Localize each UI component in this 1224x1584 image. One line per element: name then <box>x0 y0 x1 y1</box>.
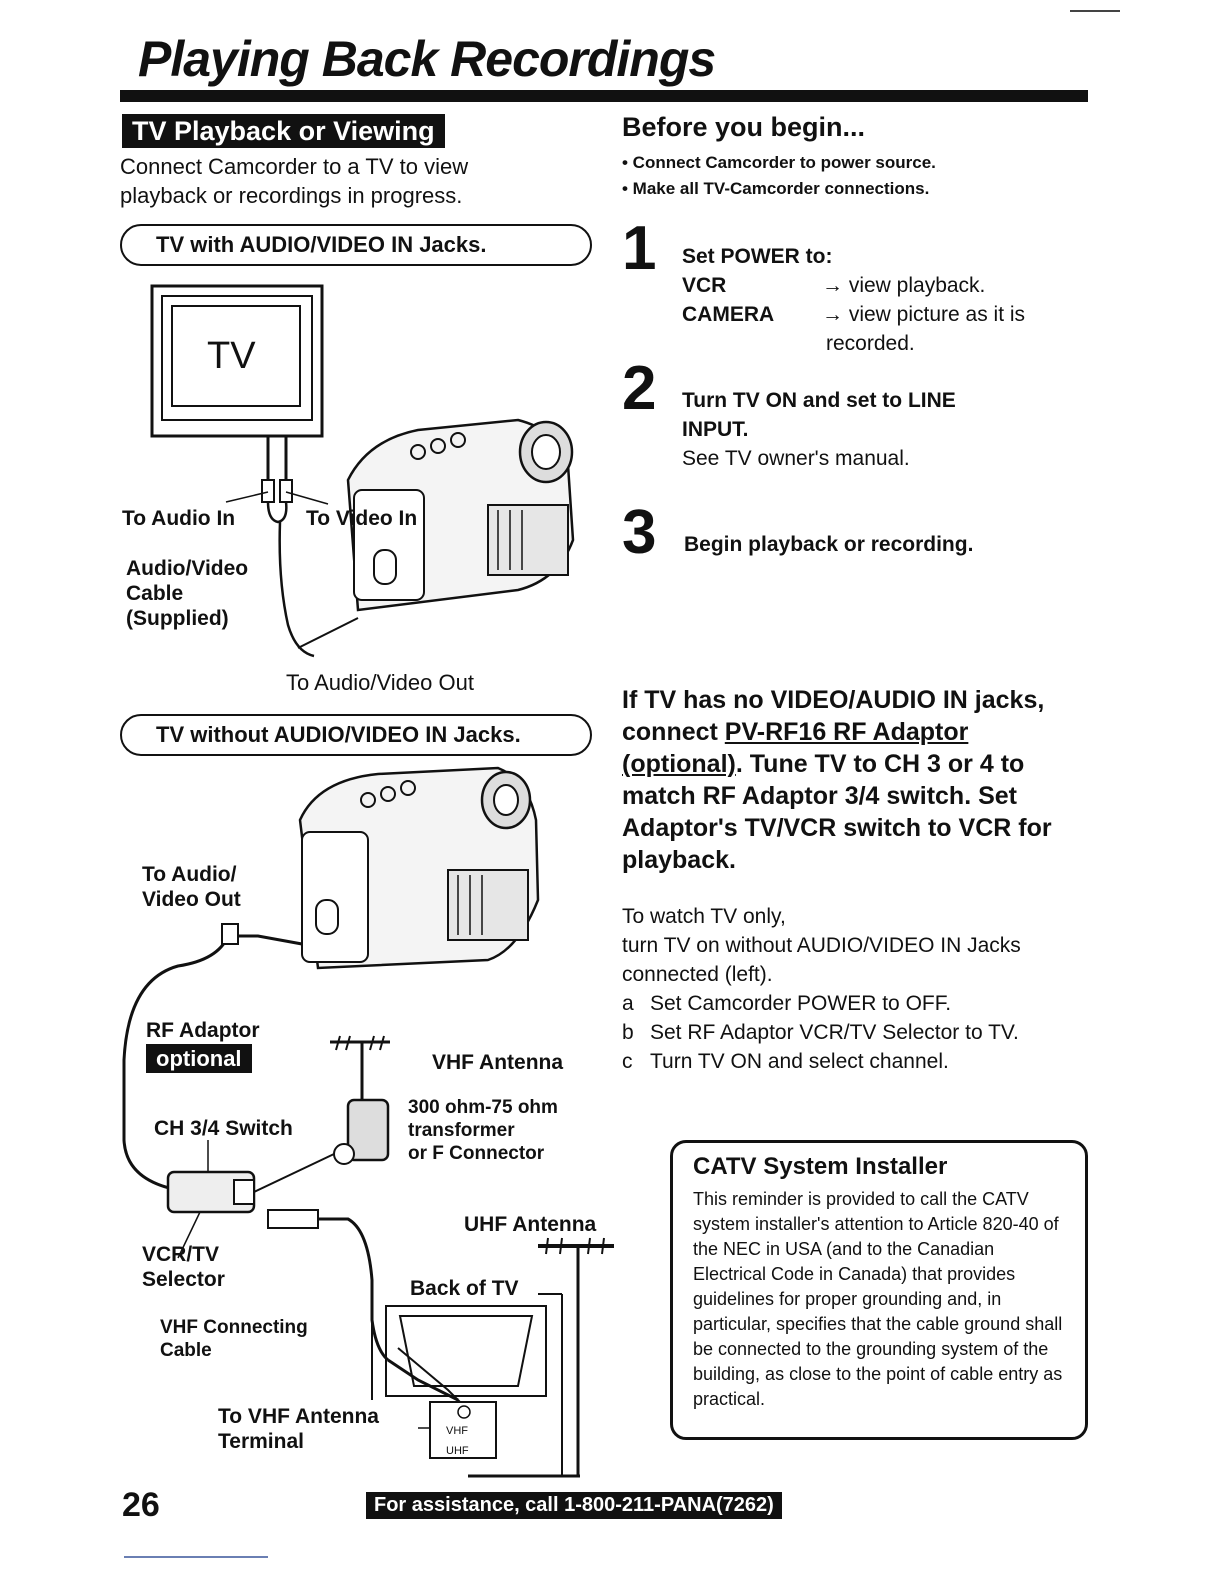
title-rule <box>120 90 1088 102</box>
watch-item-key: b <box>622 1021 634 1044</box>
catv-title: CATV System Installer <box>693 1153 948 1180</box>
bullet-item: • Make all TV-Camcorder connections. <box>622 179 930 198</box>
step-2-line: Turn TV ON and set to LINE <box>682 389 956 412</box>
top-right-rule <box>1070 10 1120 12</box>
to-vhf-terminal-label: To VHF Antenna Terminal <box>218 1405 379 1453</box>
watch-item-text: Turn TV ON and select channel. <box>650 1050 949 1073</box>
step-1: Set POWER to: VCR → view playback. CAMER… <box>682 242 1082 358</box>
page-title: Playing Back Recordings <box>138 31 716 87</box>
before-bullets: • Connect Camcorder to power source. • M… <box>622 150 936 202</box>
bullet-item: • Connect Camcorder to power source. <box>622 153 936 172</box>
step-1-camera-key: CAMERA <box>682 303 775 326</box>
optional-badge: optional <box>146 1044 252 1073</box>
watch-line: To watch TV only, <box>622 905 786 928</box>
section-label: TV Playback or Viewing <box>122 114 445 148</box>
step-3-number: 3 <box>622 498 657 567</box>
back-of-tv-label: Back of TV <box>406 1276 523 1301</box>
rf-part-2: . Tune TV to CH 3 or 4 to match RF Adapt… <box>622 750 1052 874</box>
intro-text: Connect Camcorder to a TV to view playba… <box>120 154 469 208</box>
transformer-label: 300 ohm-75 ohm transformer or F Connecto… <box>408 1097 558 1164</box>
vhf-connecting-cable-label: VHF Connecting Cable <box>160 1317 308 1361</box>
watch-item-key: a <box>622 992 634 1015</box>
bottom-rule <box>124 1556 268 1558</box>
rf-adaptor-label: RF Adaptor <box>146 1019 260 1042</box>
step-2-note: See TV owner's manual. <box>682 447 910 470</box>
watch-item-c: c Turn TV ON and select channel. <box>622 1047 1102 1076</box>
step-1-camera-value: → view picture as it is <box>822 303 1026 326</box>
vcr-tv-selector-label: VCR/TV Selector <box>142 1243 225 1291</box>
page-number: 26 <box>122 1486 160 1524</box>
step-1-vcr-value: → view playback. <box>822 274 986 297</box>
step-1-vcr-key: VCR <box>682 274 727 297</box>
uhf-antenna-label: UHF Antenna <box>464 1213 597 1236</box>
assistance-banner: For assistance, call 1-800-211-PANA(7262… <box>366 1492 782 1519</box>
to-audio-in-label: To Audio In <box>122 507 236 530</box>
diagram-tv-without-av: VHF UHF <box>122 766 614 1478</box>
pill-without-av-jacks: TV without AUDIO/VIDEO IN Jacks. <box>120 714 592 756</box>
vhf-antenna-label: VHF Antenna <box>432 1051 564 1074</box>
watch-tv-only: To watch TV only, turn TV on without AUD… <box>622 902 1102 1076</box>
to-av-out-label: To Audio/Video Out <box>286 670 474 695</box>
step-2: Turn TV ON and set to LINE INPUT. See TV… <box>682 386 1082 473</box>
step-1-camera-value-cont: recorded. <box>826 332 915 355</box>
pill-with-av-jacks: TV with AUDIO/VIDEO IN Jacks. <box>120 224 592 266</box>
watch-line: connected (left). <box>622 963 773 986</box>
uhf-terminal-tag: UHF <box>446 1445 469 1457</box>
section-label-text: TV Playback or Viewing <box>122 114 445 148</box>
rf-adaptor-paragraph: If TV has no VIDEO/AUDIO IN jacks, conne… <box>622 684 1092 876</box>
catv-body: This reminder is provided to call the CA… <box>693 1189 1063 1409</box>
watch-item-text: Set Camcorder POWER to OFF. <box>650 992 952 1015</box>
watch-item-b: b Set RF Adaptor VCR/TV Selector to TV. <box>622 1018 1102 1047</box>
catv-installer-box: CATV System Installer This reminder is p… <box>670 1140 1088 1440</box>
step-1-vcr-row: VCR → view playback. <box>682 271 1082 300</box>
to-video-in-label: To Video In <box>306 507 418 530</box>
step-2-line: INPUT. <box>682 418 749 441</box>
optional-badge-text: optional <box>146 1044 252 1073</box>
step-3-line: Begin playback or recording. <box>684 533 974 556</box>
watch-item-text: Set RF Adaptor VCR/TV Selector to TV. <box>650 1021 1019 1044</box>
rf-part-1: If TV has no VIDEO/AUDIO IN jacks, conne… <box>622 686 1045 746</box>
watch-item-key: c <box>622 1050 633 1073</box>
ch-switch-label: CH 3/4 Switch <box>154 1117 293 1140</box>
step-1-number: 1 <box>622 214 657 283</box>
diagram-tv-with-av: TV <box>150 284 575 658</box>
watch-line: turn TV on without AUDIO/VIDEO IN Jacks <box>622 934 1021 957</box>
watch-item-a: a Set Camcorder POWER to OFF. <box>622 989 1102 1018</box>
av-cable-label: Audio/Video Cable (Supplied) <box>126 557 249 630</box>
to-av-out-2-label: To Audio/ Video Out <box>142 863 241 911</box>
step-1-line: Set POWER to: <box>682 245 833 268</box>
step-2-number: 2 <box>622 354 657 423</box>
before-you-begin-title: Before you begin... <box>622 112 866 142</box>
vhf-terminal-tag: VHF <box>446 1425 468 1437</box>
tv-screen-label: TV <box>207 335 256 377</box>
rf-adaptor-link: PV-RF16 RF Adaptor (optional) <box>622 718 969 778</box>
step-1-camera-row: CAMERA → view picture as it is <box>682 300 1082 329</box>
